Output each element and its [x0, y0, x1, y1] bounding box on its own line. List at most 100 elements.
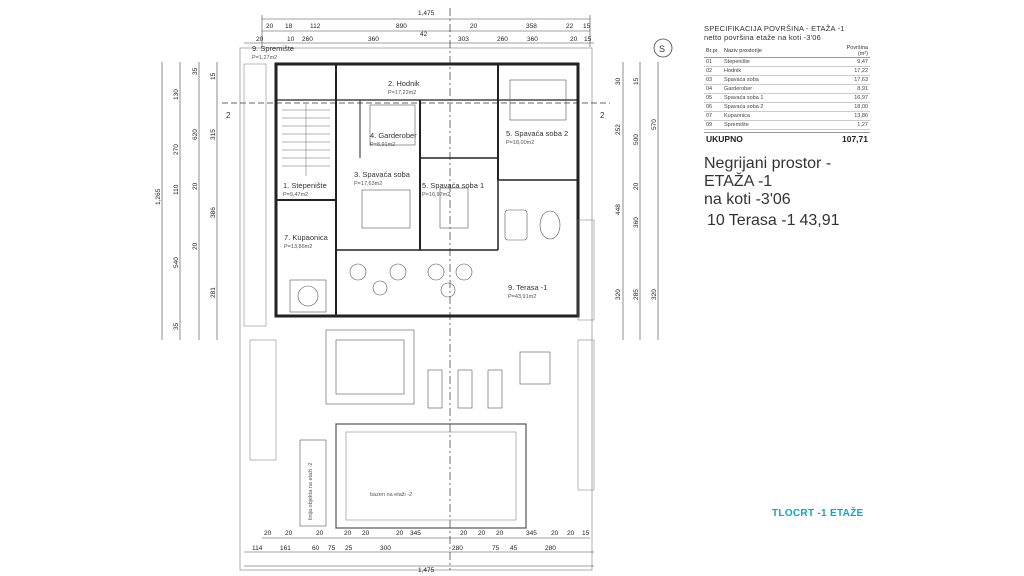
unheated-space-panel: Negrijani prostor - ETAŽA -1 na koti -3'…: [704, 155, 870, 233]
svg-text:114: 114: [252, 545, 263, 552]
svg-text:281: 281: [210, 287, 217, 298]
svg-text:75: 75: [328, 545, 336, 552]
svg-text:20: 20: [192, 242, 199, 250]
svg-text:570: 570: [651, 119, 658, 130]
svg-text:20: 20: [264, 530, 272, 537]
dim-top-overall: 1,475: [418, 10, 435, 17]
svg-text:161: 161: [280, 545, 291, 552]
room-hodnik: 2. Hodnik: [388, 79, 420, 88]
svg-text:360: 360: [368, 36, 379, 43]
pool-deck: [299, 329, 551, 529]
spec-title: SPECIFIKACIJA POVRŠINA - ETAŽA -1: [704, 24, 845, 33]
svg-text:P=17,22m2: P=17,22m2: [388, 90, 416, 96]
svg-text:112: 112: [310, 23, 321, 30]
svg-text:345: 345: [410, 530, 421, 537]
svg-text:75: 75: [492, 545, 500, 552]
room-terasa: 9. Terasa -1: [508, 283, 547, 292]
svg-text:25: 25: [345, 545, 353, 552]
room-spavaca-soba-1: 5. Spavaća soba 1: [422, 181, 484, 190]
top-dim-row2: 20 10 260 360 42 303 260 360 20 15: [256, 31, 592, 43]
svg-text:20: 20: [396, 530, 404, 537]
room-kupaonica: 7. Kupaonica: [284, 233, 329, 242]
drawing-caption: TLOCRT -1 ETAŽE: [772, 508, 864, 519]
svg-text:1,265: 1,265: [155, 188, 162, 205]
svg-text:280: 280: [545, 545, 556, 552]
svg-text:P=1,27m2: P=1,27m2: [252, 55, 277, 61]
room-spavaca-soba-2: 5. Spavaća soba 2: [506, 129, 568, 138]
unheated-subtitle: na koti -3'06: [704, 191, 791, 208]
spec-header-row: Br.pr. Naziv prostorije Površina (m²): [704, 45, 870, 58]
top-dim-row1: 20 18 112 890 20 358 22 15: [266, 23, 591, 30]
svg-text:303: 303: [458, 36, 469, 43]
svg-text:15: 15: [582, 530, 590, 537]
svg-text:130: 130: [173, 89, 180, 100]
svg-text:620: 620: [192, 129, 199, 140]
svg-text:P=13,86m2: P=13,86m2: [284, 244, 312, 250]
svg-text:300: 300: [380, 545, 391, 552]
svg-text:20: 20: [460, 530, 468, 537]
svg-text:20: 20: [362, 530, 370, 537]
svg-text:20: 20: [496, 530, 504, 537]
room-garderober: 4. Garderober: [370, 131, 417, 140]
svg-text:360: 360: [633, 217, 640, 228]
svg-text:320: 320: [651, 289, 658, 300]
area-specification-panel: SPECIFIKACIJA POVRŠINA - ETAŽA -1 netto …: [704, 24, 870, 145]
svg-text:20: 20: [256, 36, 264, 43]
svg-text:320: 320: [615, 289, 622, 300]
svg-text:45: 45: [510, 545, 518, 552]
svg-text:20: 20: [344, 530, 352, 537]
svg-text:22: 22: [566, 23, 574, 30]
exterior-stairs-left: [243, 63, 277, 461]
svg-text:110: 110: [173, 184, 180, 195]
total-label: UKUPNO: [706, 134, 743, 144]
building-outline-label: linija objekta na etaži -2: [308, 463, 314, 520]
north-marker: [653, 38, 673, 58]
svg-text:360: 360: [527, 36, 538, 43]
svg-text:20: 20: [478, 530, 486, 537]
svg-text:260: 260: [302, 36, 313, 43]
svg-text:P=17,63m2: P=17,63m2: [354, 181, 382, 187]
svg-text:252: 252: [615, 124, 622, 135]
svg-text:60: 60: [312, 545, 320, 552]
svg-text:P=9,47m2: P=9,47m2: [283, 192, 308, 198]
svg-text:20: 20: [266, 23, 274, 30]
svg-text:260: 260: [497, 36, 508, 43]
left-dim-labels: 1,265 270 620 315 110 386 540 281 35 130…: [155, 67, 217, 330]
site-boundary: [239, 47, 593, 571]
pool-label: bazen na etaži -2: [370, 492, 412, 498]
bottom-dimensions: [244, 537, 594, 567]
bottom-dim-row1: 20 20 20 20 20 20 345 20 20 20 345 20 20…: [264, 530, 590, 537]
svg-text:42: 42: [420, 31, 428, 38]
section-mark-right: 2: [600, 111, 605, 120]
svg-text:500: 500: [633, 134, 640, 145]
svg-text:270: 270: [173, 144, 180, 155]
svg-text:20: 20: [551, 530, 559, 537]
svg-text:20: 20: [192, 182, 199, 190]
room-labels: 9. Spremište P=1,27m2 2. Hodnik P=17,22m…: [252, 44, 568, 520]
building-walls: [274, 62, 580, 318]
svg-text:285: 285: [633, 289, 640, 300]
svg-text:18: 18: [285, 23, 293, 30]
svg-text:35: 35: [192, 67, 199, 75]
svg-text:20: 20: [633, 182, 640, 190]
svg-text:358: 358: [526, 23, 537, 30]
svg-text:448: 448: [615, 204, 622, 215]
total-value: 107,71: [842, 134, 868, 144]
section-mark-left: 2: [226, 111, 231, 120]
spec-subtitle: netto površina etaže na koti -3'06: [704, 33, 822, 42]
dim-bottom-overall: 1,475: [418, 567, 435, 574]
svg-text:20: 20: [285, 530, 293, 537]
svg-text:20: 20: [470, 23, 478, 30]
room-spremiste: 9. Spremište: [252, 44, 294, 53]
svg-text:35: 35: [173, 322, 180, 330]
svg-text:P=8,91m2: P=8,91m2: [370, 142, 395, 148]
